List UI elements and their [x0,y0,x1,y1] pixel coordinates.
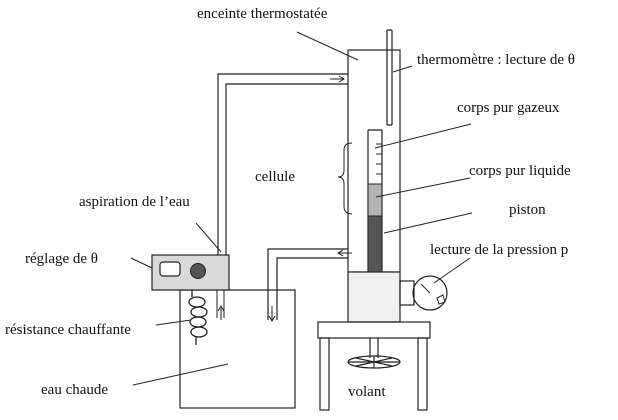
suction-pipe-inner [225,83,348,255]
liquid-phase [367,183,383,217]
setpoint-display [159,261,181,277]
leader-lines [130,31,473,386]
return-arrow-enceinte [337,249,352,257]
controller-pipe [216,290,225,318]
leader-piston [383,212,473,234]
label-pression: lecture de la pression p [430,242,568,258]
label-piston: piston [509,202,546,218]
leader-corps-gazeux [374,123,472,149]
label-resistance: résistance chauffante [5,322,131,338]
label-volant: volant [348,384,386,400]
leader-enceinte [296,31,359,61]
return-arrow-tank [268,306,276,322]
handwheel [347,355,401,369]
label-enceinte: enceinte thermostatée [197,6,328,22]
label-corps-gazeux: corps pur gazeux [457,100,560,116]
water-tank [179,289,296,409]
volant-shaft [369,338,379,358]
stand-top [317,321,431,339]
piston [367,215,383,273]
adjustment-knob [190,263,206,279]
leader-eau [132,363,229,386]
inlet-arrow-top [330,75,345,83]
label-cellule: cellule [255,169,295,185]
controller-flow-arrow [217,305,225,320]
leader-corps-liquide [375,177,471,198]
thermometer [386,29,393,126]
stand-leg-left [319,337,330,411]
leader-aspiration [195,222,222,253]
suction-pipe-outer [217,73,348,255]
leader-reglage [130,257,153,269]
pressure-gauge [412,275,448,311]
return-pipe-inner [276,257,348,320]
mechanism-block [347,271,401,323]
label-reglage: réglage de θ [25,251,98,267]
gauge-connector [399,280,415,306]
gauge-needle [420,283,431,294]
label-eau: eau chaude [41,382,108,398]
heating-coil [188,290,208,345]
label-thermometre: thermomètre : lecture de θ [417,52,575,68]
stand-leg-right [417,337,428,411]
gauge-pointer [436,294,446,305]
label-corps-liquide: corps pur liquide [469,163,571,179]
label-aspiration: aspiration de l’eau [79,194,190,210]
leader-pression [433,257,471,284]
leader-resistance [155,319,192,326]
cellule-brace [337,142,353,215]
leader-thermometre [392,65,413,73]
return-pipe-outer [267,248,348,320]
